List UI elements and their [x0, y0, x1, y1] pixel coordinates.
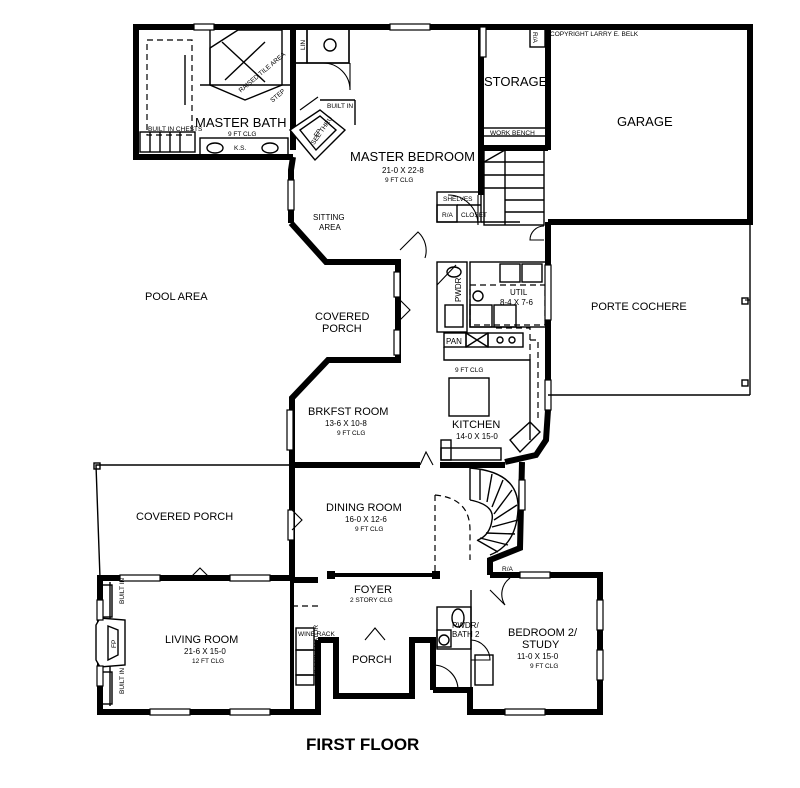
sitting-area-line1: SITTING: [313, 213, 345, 222]
step-label: STEP: [269, 88, 287, 104]
fp-upper-label: FP: [313, 128, 324, 139]
work-bench-label: WORK BENCH: [490, 130, 535, 137]
dining-room-size: 16-0 X 12-6: [345, 515, 387, 524]
pwdr-bath2-line1: PWDR/: [452, 621, 479, 630]
sitting-area-line2: AREA: [319, 223, 341, 232]
wall-west-upper: [288, 220, 401, 465]
shelves-label: SHELVES: [443, 196, 473, 203]
kitchen-ceiling: 9 FT CLG: [455, 367, 483, 374]
bedroom2-line2: STUDY: [522, 639, 560, 651]
wall-living-room: [97, 575, 321, 715]
foyer-ceiling: 2 STORY CLG: [350, 597, 393, 604]
pwdr-bath2-line2: BATH 2: [452, 630, 480, 639]
master-bedroom-size: 21-0 X 22-8: [382, 166, 424, 175]
covered-porch-outline: [95, 464, 292, 579]
ks-label: K.S.: [234, 145, 246, 152]
master-bath-label: MASTER BATH: [195, 115, 287, 130]
living-room-label: LIVING ROOM: [165, 634, 238, 646]
ra-stair-label: R/A: [502, 566, 514, 573]
dining-room-label: DINING ROOM: [326, 502, 402, 514]
brkfst-room-size: 13-6 X 10-8: [325, 419, 367, 428]
linen-label: LIN: [300, 40, 307, 50]
util-label: UTIL: [510, 288, 528, 297]
living-room-ceiling: 12 FT CLG: [192, 658, 224, 665]
ra-storage-label: R/A: [531, 32, 538, 44]
column: [327, 571, 335, 579]
covered-porch-upper-line1: COVERED: [315, 311, 369, 323]
kitchen-label: KITCHEN: [452, 419, 500, 431]
dining-room-ceiling: 9 FT CLG: [355, 526, 383, 533]
bedroom2-size: 11-0 X 15-0: [517, 652, 559, 661]
master-bath-ceiling: 9 FT CLG: [228, 131, 256, 138]
covered-porch-lower-label: COVERED PORCH: [136, 511, 233, 523]
built-in-living-lower: BUILT IN: [119, 668, 126, 694]
living-room-size: 21-6 X 15-0: [184, 647, 226, 656]
ra-closet-label: R/A: [442, 212, 454, 219]
wine-rack-label: WINE RACK: [298, 631, 336, 638]
kitchen-size: 14-0 X 15-0: [456, 432, 498, 441]
porch-label: PORCH: [352, 654, 392, 666]
built-in-chests-label: BUILT IN CHESTS: [148, 126, 203, 133]
util-size: 8-4 X 7-6: [500, 298, 533, 307]
wall-porch: [318, 637, 436, 699]
closet-label: CLOSET: [461, 212, 487, 219]
foyer-label: FOYER: [354, 584, 392, 596]
wall-kitchen-east: [504, 222, 551, 465]
pwdr-kitchen-label: PWDR: [454, 277, 463, 302]
wall-garage: [481, 24, 753, 225]
raised-tile-label: RAISED TILE AREA: [238, 51, 288, 95]
copyright-text: COPYRIGHT LARRY E. BELK: [550, 31, 639, 38]
wall-bedroom2: [433, 572, 603, 715]
master-bedroom-label: MASTER BEDROOM: [350, 149, 475, 164]
garage-label: GARAGE: [617, 114, 673, 129]
built-in-label-upper: BUILT IN: [327, 103, 353, 110]
brkfst-room-ceiling: 9 FT CLG: [337, 430, 365, 437]
bedroom2-line1: BEDROOM 2/: [508, 627, 578, 639]
covered-porch-upper-line2: PORCH: [322, 323, 362, 335]
pan-label: PAN: [446, 337, 462, 346]
master-bedroom-ceiling: 9 FT CLG: [385, 177, 413, 184]
built-in-living-upper: BUILT IN: [119, 578, 126, 604]
porte-cochere-label: PORTE COCHERE: [591, 301, 687, 313]
bedroom2-ceiling: 9 FT CLG: [530, 663, 558, 670]
fp-living-label: FP: [111, 640, 118, 648]
brkfst-room-label: BRKFST ROOM: [308, 406, 388, 418]
refrigerator-label: REFRIGERATOR: [313, 625, 320, 676]
column: [432, 571, 440, 579]
plan-title: FIRST FLOOR: [306, 735, 419, 754]
pool-area-label: POOL AREA: [145, 291, 208, 303]
storage-label: STORAGE: [484, 74, 548, 89]
